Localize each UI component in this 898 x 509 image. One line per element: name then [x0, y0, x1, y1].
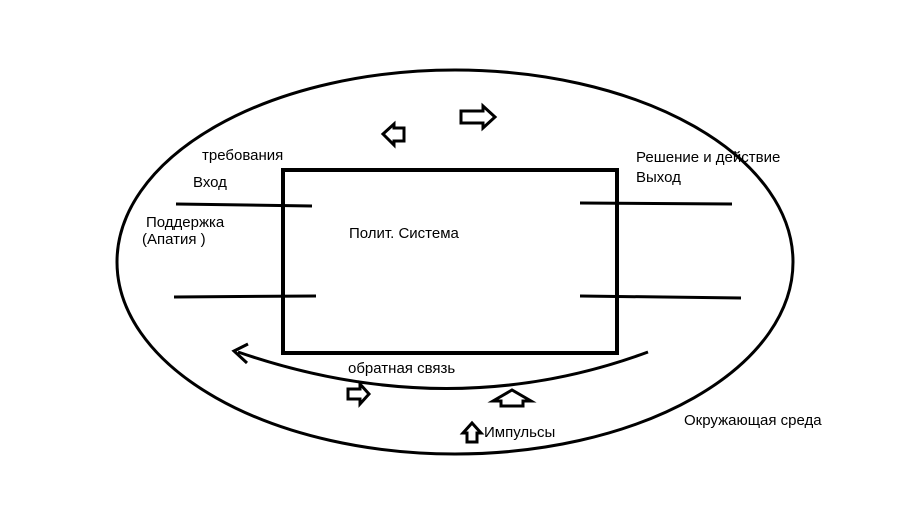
impulses-label: Импульсы — [484, 424, 556, 441]
political-system-label: Полит. Система — [349, 225, 459, 242]
left-arrow-icon — [380, 120, 406, 149]
output-line-top — [579, 201, 733, 206]
political-system-box — [281, 168, 619, 355]
feedback-right-arrow-icon — [346, 380, 372, 408]
support-label: Поддержка — [146, 214, 225, 231]
environment-label: Окружающая среда — [684, 412, 822, 429]
feedback-up-arrow-icon — [487, 388, 537, 408]
feedback-curve — [237, 350, 649, 390]
input-label: Вход — [193, 174, 227, 191]
impulses-up-arrow-icon — [459, 420, 485, 444]
feedback-label: обратная связь — [348, 360, 456, 377]
output-label: Выход — [636, 169, 681, 186]
environment-ellipse — [115, 68, 795, 456]
output-line-bottom — [579, 294, 742, 300]
input-line-support — [173, 294, 317, 299]
input-line-demands — [175, 202, 313, 208]
feedback-arrowhead — [231, 342, 249, 365]
apathy-label: (Апатия ) — [142, 231, 206, 248]
demands-label: требования — [202, 147, 284, 164]
right-arrow-icon — [459, 102, 498, 132]
decision-label: Решение и действие — [636, 149, 781, 166]
